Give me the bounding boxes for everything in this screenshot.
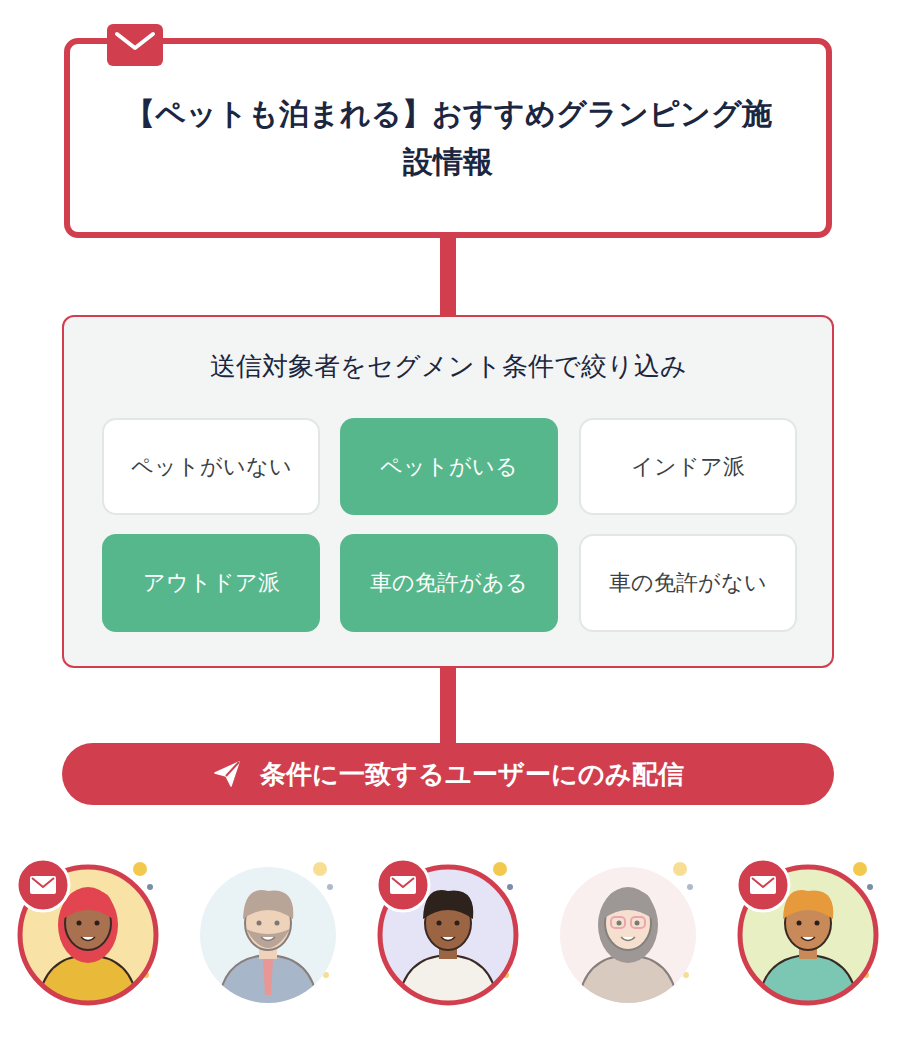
user-avatar xyxy=(17,859,156,1010)
chip-label: インドア派 xyxy=(631,451,745,483)
chip-label: アウトドア派 xyxy=(143,567,280,599)
user-avatar xyxy=(560,862,696,1010)
user-avatar xyxy=(377,859,516,1010)
chip-label: ペットがいない xyxy=(131,451,292,483)
send-icon xyxy=(212,759,242,789)
connector-bar xyxy=(440,668,456,743)
condition-chip: ペットがいる xyxy=(340,418,558,515)
condition-chip: インドア派 xyxy=(579,418,797,515)
delivery-pill: 条件に一致するユーザーにのみ配信 xyxy=(62,743,834,805)
chip-label: 車の免許がない xyxy=(609,567,767,599)
title-text: 【ペットも泊まれる】おすすめグランピング施設情報 xyxy=(118,90,778,186)
condition-chip: ペットがいない xyxy=(102,418,320,515)
user-avatar xyxy=(737,859,876,1010)
pill-label: 条件に一致するユーザーにのみ配信 xyxy=(260,757,684,792)
connector-bar xyxy=(440,238,456,315)
segment-panel: 送信対象者をセグメント条件で絞り込みペットがいない ペットがいる インドア派アウトド… xyxy=(62,315,834,668)
message-box: 【ペットも泊まれる】おすすめグランピング施設情報 xyxy=(64,38,832,238)
chip-label: 車の免許がある xyxy=(370,567,528,599)
chip-label: ペットがいる xyxy=(380,451,518,483)
envelope-icon xyxy=(105,22,165,68)
user-avatar xyxy=(200,862,336,1010)
panel-heading: 送信対象者をセグメント条件で絞り込み xyxy=(64,349,832,384)
condition-chip: 車の免許がない xyxy=(579,534,797,632)
condition-chip: 車の免許がある xyxy=(340,534,558,632)
condition-chip: アウトドア派 xyxy=(102,534,320,632)
